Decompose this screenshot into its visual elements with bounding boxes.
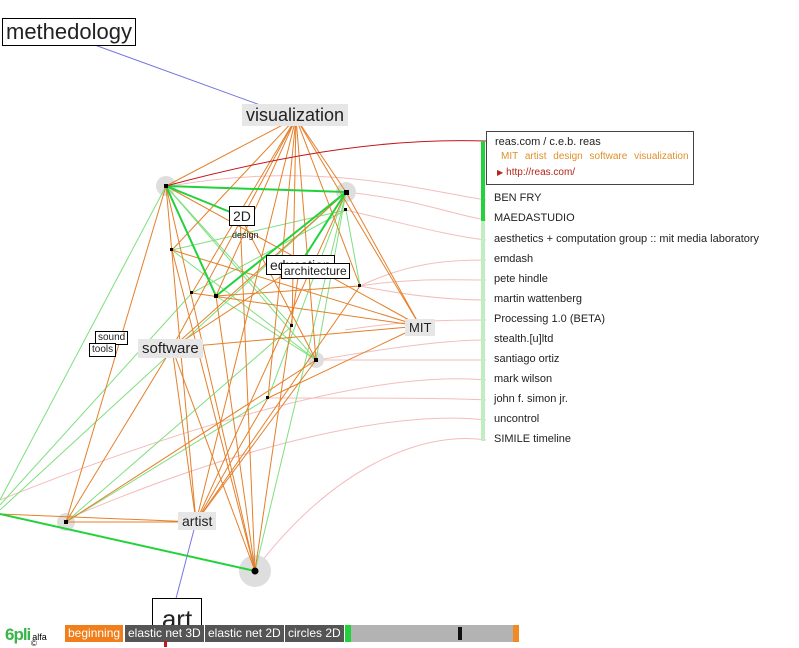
link-curves <box>0 175 487 571</box>
link-item[interactable]: Processing 1.0 (BETA) <box>494 313 606 325</box>
tag-tools[interactable]: tools <box>89 343 117 357</box>
link-item[interactable]: john f. simon jr. <box>494 393 568 405</box>
info-tags[interactable]: MIT artist design software visualization <box>501 151 689 162</box>
tag-methedology[interactable]: methedology <box>2 18 136 46</box>
logo-text: 6pli <box>5 625 31 644</box>
link-item[interactable]: emdash <box>494 253 534 265</box>
link-item[interactable]: santiago ortiz <box>494 353 560 365</box>
bright-green-edges <box>0 185 347 572</box>
tag-architecture[interactable]: architecture <box>281 263 350 279</box>
timeline-scrollbar[interactable] <box>345 625 519 642</box>
tag-artist[interactable]: artist <box>178 512 217 530</box>
view-button-beginning[interactable]: beginning <box>65 625 124 642</box>
view-button-elastic-net-3d[interactable]: elastic net 3D <box>125 625 204 642</box>
selected-edge <box>165 140 487 187</box>
link-item[interactable]: MAEDASTUDIO <box>494 212 575 224</box>
logo-sub: alfa <box>32 632 47 642</box>
link-item[interactable]: SIMILE timeline <box>494 433 572 445</box>
timeline-thumb[interactable] <box>457 627 462 640</box>
info-url[interactable]: ▶http://reas.com/ <box>497 167 575 178</box>
link-item[interactable]: BEN FRY <box>494 192 542 204</box>
nodes[interactable] <box>64 184 361 575</box>
link-item[interactable]: aesthetics + computation group :: mit me… <box>494 233 760 245</box>
timeline-end[interactable] <box>513 625 519 642</box>
link-item[interactable]: pete hindle <box>494 273 548 285</box>
link-item[interactable]: martin wattenberg <box>494 293 583 305</box>
info-box[interactable]: reas.com / c.e.b. reas MIT artist design… <box>486 131 694 185</box>
link-item[interactable]: stealth.[u]ltd <box>494 333 554 345</box>
tag-2d[interactable]: 2D <box>229 206 255 226</box>
tag-software[interactable]: software <box>138 339 203 358</box>
logo-copyright: © <box>31 639 37 648</box>
info-title[interactable]: reas.com / c.e.b. reas <box>495 136 601 148</box>
tag-mit[interactable]: MIT <box>405 319 436 336</box>
tag-design[interactable]: design <box>232 230 259 240</box>
play-icon: ▶ <box>497 168 504 177</box>
tag-visualization[interactable]: visualization <box>242 104 349 126</box>
selection-bar-fade <box>481 221 485 441</box>
link-item[interactable]: uncontrol <box>494 413 540 425</box>
position-marker <box>164 641 167 647</box>
info-url-text[interactable]: http://reas.com/ <box>506 167 576 178</box>
selection-bar <box>481 141 485 221</box>
timeline-start[interactable] <box>345 625 351 642</box>
view-button-elastic-net-2d[interactable]: elastic net 2D <box>205 625 284 642</box>
view-button-circles-2d[interactable]: circles 2D <box>285 625 344 642</box>
orange-edges <box>0 117 421 572</box>
link-item[interactable]: mark wilson <box>494 373 553 385</box>
